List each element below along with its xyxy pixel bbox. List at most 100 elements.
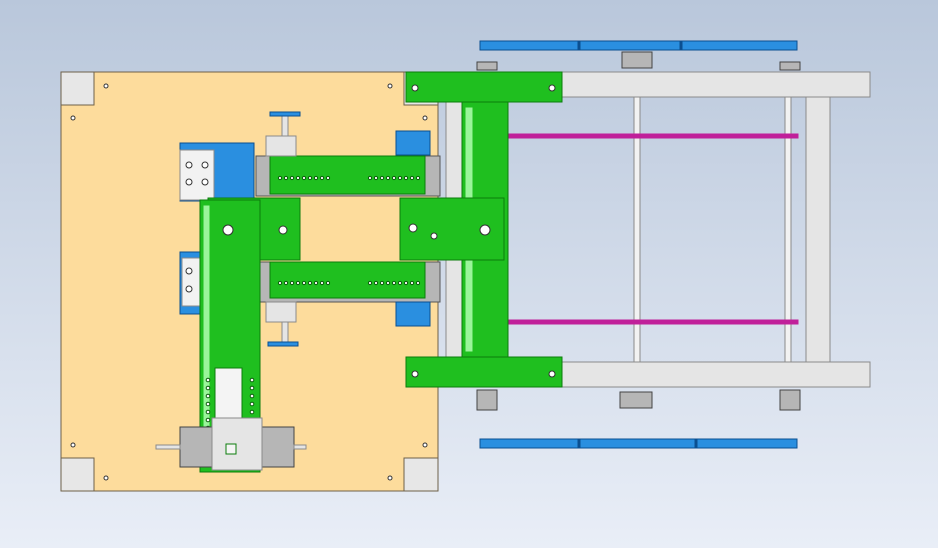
hole-icon: [373, 280, 379, 286]
hole-icon: [415, 280, 421, 286]
tie-rod-bottom: [507, 319, 799, 325]
clamp-bottom-icon: [619, 391, 653, 409]
guide-block-icon: [265, 135, 297, 157]
hole-icon: [367, 175, 373, 181]
bearing-icon: [476, 61, 498, 71]
hole-icon: [289, 175, 295, 181]
hole-icon: [289, 280, 295, 286]
hole-icon: [283, 280, 289, 286]
hole-icon: [391, 175, 397, 181]
hole-icon: [277, 280, 283, 286]
hole-icon: [325, 175, 331, 181]
hole-icon: [325, 280, 331, 286]
hole-icon: [295, 175, 301, 181]
blue-rail-top-body: [479, 40, 798, 51]
bearing-icon: [779, 389, 801, 411]
hole-icon: [205, 385, 211, 391]
port-icon: [185, 267, 193, 275]
port-icon: [201, 161, 209, 169]
cylinder-endcap: [179, 149, 215, 201]
hole-icon: [385, 280, 391, 286]
guide-block-icon: [395, 130, 431, 156]
upper-slide-plate: [269, 155, 426, 195]
plate-hole-icon: [70, 115, 76, 121]
hole-icon: [319, 175, 325, 181]
guide-block-icon: [395, 301, 431, 327]
bolt-icon: [411, 84, 419, 92]
bolt-icon: [278, 225, 288, 235]
corner-block-bottom-left: [60, 457, 95, 492]
pivot-icon: [222, 224, 234, 236]
pivot-icon: [430, 232, 438, 240]
hole-icon: [249, 377, 255, 383]
hole-row-lower-left: [277, 280, 331, 286]
hole-icon: [415, 175, 421, 181]
bolt-icon: [548, 84, 556, 92]
blue-rail-top[interactable]: [476, 40, 801, 71]
hole-icon: [313, 175, 319, 181]
pneumatic-block-upper[interactable]: [179, 142, 255, 202]
hole-icon: [205, 393, 211, 399]
hole-icon: [397, 280, 403, 286]
motor-shaft-right: [293, 444, 307, 450]
hole-icon: [205, 377, 211, 383]
hole-icon: [249, 393, 255, 399]
hole-icon: [205, 417, 211, 423]
green-yoke-right[interactable]: [399, 71, 563, 388]
pivot-icon: [479, 224, 491, 236]
hole-icon: [249, 385, 255, 391]
hole-icon: [391, 280, 397, 286]
hole-icon: [379, 175, 385, 181]
status-led-icon: [225, 443, 237, 455]
tie-rod-top: [507, 133, 799, 139]
hole-icon: [307, 280, 313, 286]
plate-hole-icon: [103, 475, 109, 481]
port-icon: [185, 161, 193, 169]
yoke-top-arm: [405, 71, 563, 103]
hole-icon: [249, 409, 255, 415]
hole-icon: [379, 280, 385, 286]
clamp-top-icon: [621, 51, 653, 69]
motor-housing-right: [261, 426, 295, 468]
hole-icon: [409, 280, 415, 286]
bolt-icon: [411, 370, 419, 378]
port-icon: [185, 285, 193, 293]
hole-icon: [319, 280, 325, 286]
bearing-icon: [779, 61, 801, 71]
plate-hole-icon: [422, 442, 428, 448]
hole-row-lower-right: [367, 280, 421, 286]
hole-icon: [403, 175, 409, 181]
lower-slide-plate: [269, 261, 426, 299]
blue-rail-bottom-joint: [577, 438, 581, 449]
hole-icon: [249, 401, 255, 407]
guide-block-icon: [265, 301, 297, 323]
hole-icon: [403, 280, 409, 286]
bolt-icon: [408, 223, 418, 233]
bearing-icon: [476, 389, 498, 411]
rod-lower-cap: [267, 341, 299, 347]
plate-hole-icon: [387, 83, 393, 89]
motor-shaft-left: [155, 444, 181, 450]
hole-icon: [367, 280, 373, 286]
gearbox-center: [211, 417, 263, 471]
port-icon: [185, 178, 193, 186]
blue-rail-bottom[interactable]: [476, 389, 801, 449]
blue-rail-bottom-joint: [694, 438, 698, 449]
hole-icon: [283, 175, 289, 181]
guide-rod-left: [633, 96, 641, 363]
motor-assembly[interactable]: [155, 417, 307, 471]
hole-icon: [295, 280, 301, 286]
corner-block-bottom-right: [403, 457, 439, 492]
hole-icon: [409, 175, 415, 181]
hole-icon: [313, 280, 319, 286]
hole-icon: [385, 175, 391, 181]
blue-rail-bottom-body: [479, 438, 798, 449]
frame-right-post: [805, 96, 831, 363]
blue-rail-top-joint: [679, 40, 683, 51]
rod-upper-cap: [269, 111, 301, 117]
blue-rail-top-joint: [577, 40, 581, 51]
hole-icon: [301, 280, 307, 286]
plate-hole-icon: [70, 442, 76, 448]
